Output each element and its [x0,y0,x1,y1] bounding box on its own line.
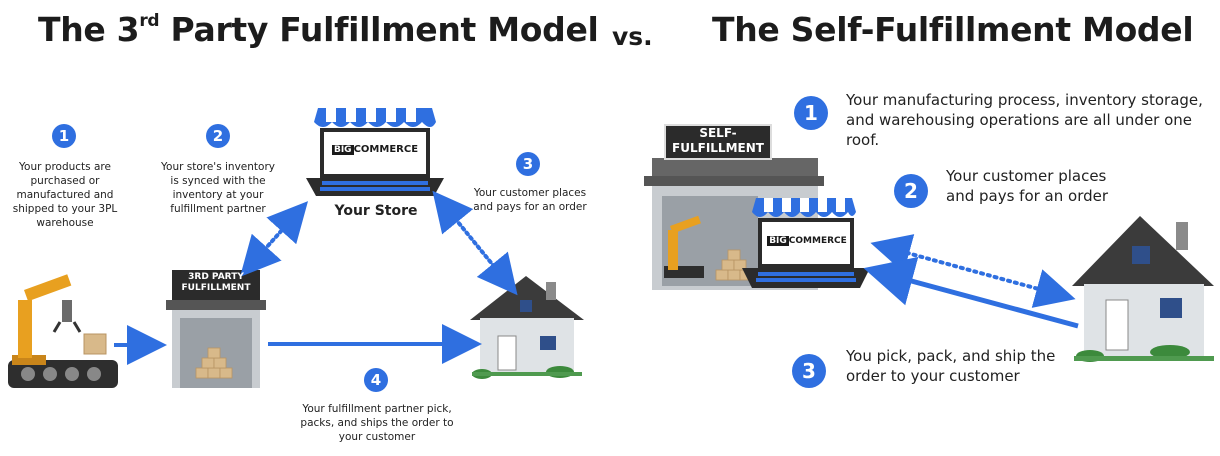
arrow-3pl-store-sync [239,201,309,277]
step-4-text: Your fulfillment partner pick, packs, an… [300,403,454,443]
house-icon-right [1072,216,1214,362]
step-1-badge: 1 [52,124,76,148]
right-step-3-badge: 3 [792,354,826,388]
step-2-badge: 2 [206,124,230,148]
arrow-store-house-right [870,234,1076,308]
step-3-badge: 3 [516,152,540,176]
right-step-1-text: Your manufacturing process, inventory st… [846,91,1203,149]
step-1-text: Your products are purchased or manufactu… [12,161,118,229]
right-step-2-text: Your customer places and pays for an ord… [946,167,1109,205]
right-step-1-badge: 1 [794,96,828,130]
step-2-text: Your store's inventory is synced with th… [161,161,275,215]
right-title: The Self-Fulfillment Model [712,10,1194,49]
vs-label: vs. [612,22,653,51]
store-laptop-icon-right [742,198,870,288]
left-title: The 3rd Party Fulfillment Model [38,10,599,49]
arrow-house-to-store-right [863,256,1079,329]
step-4-badge: 4 [364,368,388,392]
arrow-store-house [432,190,518,296]
self-fulfillment-sign: SELF-FULFILLMENT [664,124,772,160]
robot-arm-icon [8,274,118,388]
store-label: Your Store [334,203,418,219]
right-step-2-badge: 2 [894,174,928,208]
house-icon [470,276,584,379]
3pl-warehouse-icon [166,270,266,388]
step-3-text: Your customer places and pays for an ord… [473,187,587,213]
right-step-3-text: You pick, pack, and ship the order to yo… [846,347,1056,385]
